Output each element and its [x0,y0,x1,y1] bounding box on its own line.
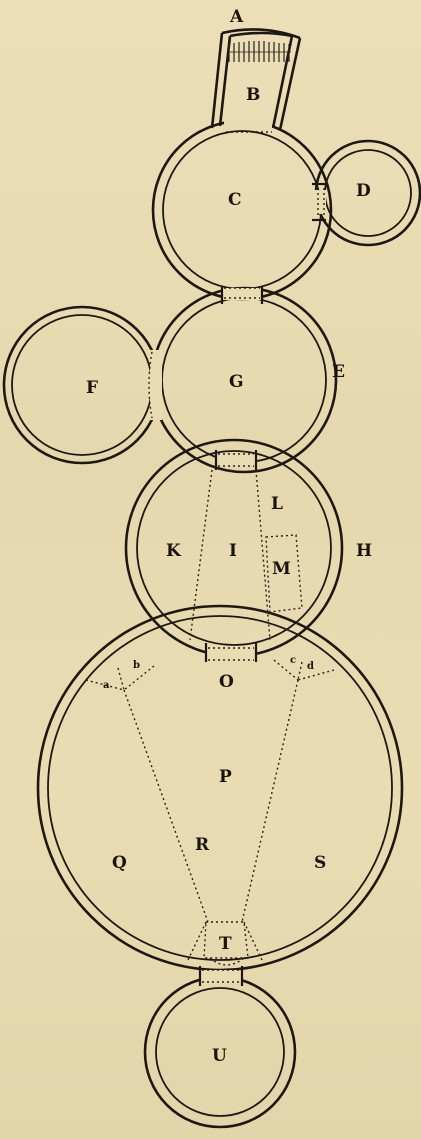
label-c: C [228,190,242,210]
label-q: Q [112,853,127,873]
label-d-small: d [307,661,314,672]
labels: A B C D E F G H I K L M O P Q R S T U a … [86,7,372,1066]
label-p: P [219,767,232,787]
label-s: S [314,853,326,873]
label-b: B [246,85,260,105]
chamber-p-partitions [86,660,334,965]
label-a-small: a [103,680,110,691]
label-o: O [219,672,234,692]
dotted-septa [149,188,324,982]
label-l: L [271,494,283,514]
neck-walls [200,184,326,986]
label-t: T [219,934,232,954]
label-a: A [229,7,244,27]
label-k: K [166,541,182,561]
chamber-i-partitions [190,470,302,640]
chamber-f [4,307,160,463]
label-c-small: c [290,655,296,666]
label-r: R [195,835,210,855]
label-m: M [272,559,291,579]
label-e: E [332,362,345,382]
chamber-c [153,121,331,299]
label-i: I [229,541,237,561]
chamber-g [152,288,336,472]
label-f: F [86,378,98,398]
label-d: D [356,181,371,201]
tube-opening-hatching [228,41,291,62]
label-g: G [229,372,244,392]
label-b-small: b [133,660,140,671]
label-u: U [212,1046,227,1066]
tube-b [212,29,300,132]
label-h: H [356,541,372,561]
